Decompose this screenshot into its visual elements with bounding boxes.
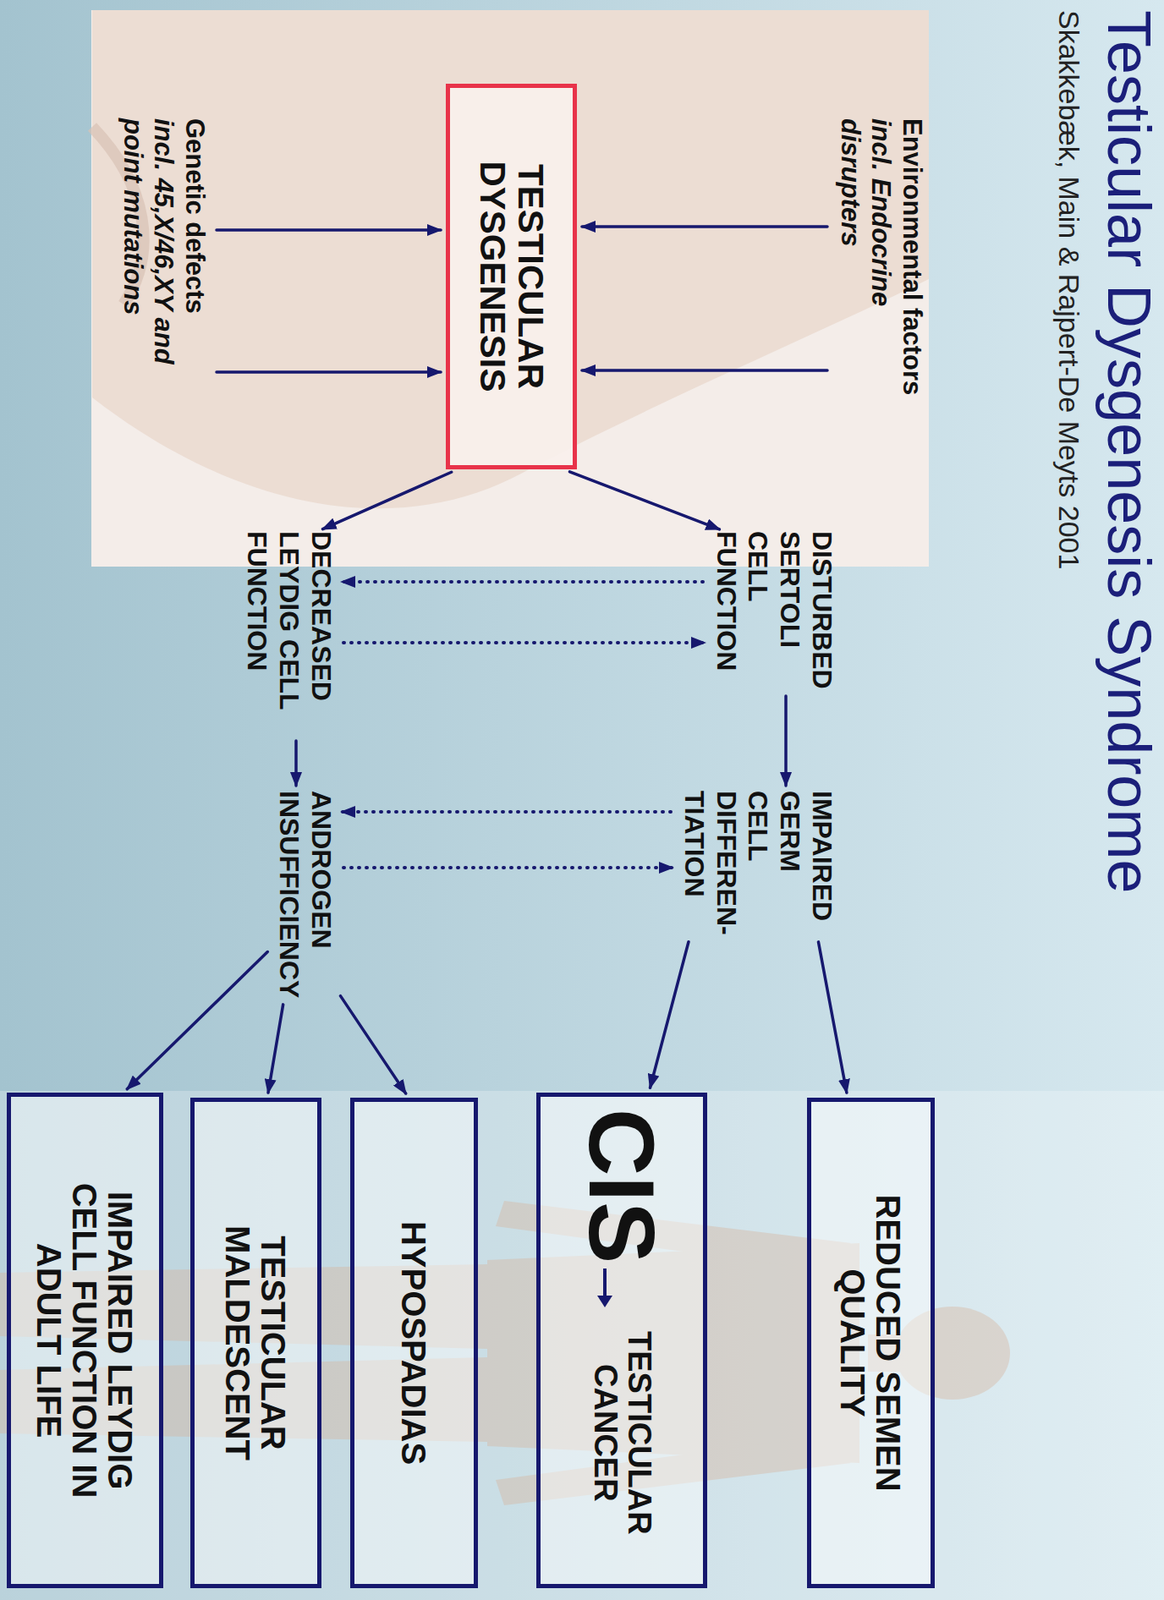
process-text: ANDROGEN INSUFFICIENCY [273, 790, 338, 999]
arrow [784, 696, 788, 786]
node-body: incl. Endocrine disrupters [834, 118, 896, 390]
process-text: DECREASED LEYDIG CELL FUNCTION [241, 531, 337, 735]
node-heading: DISTURBED SERTOLI CELL FUNCTION [709, 531, 838, 690]
node-heading: REDUCED SEMEN QUALITY [835, 1174, 907, 1513]
outcome-box: CIS TESTICULAR CANCER [536, 1092, 708, 1589]
node-body: TESTICULAR CANCER [587, 1314, 656, 1552]
pregnant-woman-photo [91, 10, 929, 567]
dysgenesis-box: TESTICULAR DYSGENESIS [445, 83, 577, 470]
dotted-arrow [341, 810, 671, 814]
node-heading: TESTICULAR DYSGENESIS [473, 98, 549, 455]
node-heading: IMPAIRED GERM CELL DIFFEREN- TIATION [677, 790, 838, 936]
outcome-box: TESTICULAR MALDESCENT [190, 1098, 322, 1589]
arrow [294, 741, 298, 786]
dotted-arrow [341, 580, 703, 584]
arrow [126, 952, 268, 1090]
outcome-box: IMPAIRED LEYDIG CELL FUNCTION IN ADULT L… [6, 1092, 164, 1589]
dotted-arrow [343, 866, 673, 870]
node-heading: ANDROGEN INSUFFICIENCY [273, 790, 338, 999]
process-text: DISTURBED SERTOLI CELL FUNCTION [709, 531, 838, 690]
arrow-head [597, 1295, 613, 1308]
factor-text: Environmental factorsincl. Endocrine dis… [834, 118, 928, 491]
node-heading: CIS [575, 1109, 669, 1264]
arrow [216, 228, 441, 232]
photo-ground [91, 10, 929, 567]
node-body: incl. 45,X/46,XY and point mutations [116, 118, 179, 390]
photo-panel [0, 1091, 1164, 1600]
arrow [569, 472, 720, 530]
citation-text: Skakkebæk, Main & Rajpert-De Meyts 2001 [1051, 10, 1087, 570]
arrow [268, 1004, 284, 1093]
belly-silhouette [92, 10, 929, 509]
inline-arrow [592, 1267, 618, 1310]
node-heading: DECREASED LEYDIG CELL FUNCTION [241, 531, 337, 735]
arrow [650, 942, 689, 1088]
node-heading: HYPOSPADIAS [396, 1221, 433, 1466]
node-heading: IMPAIRED LEYDIG CELL FUNCTION IN ADULT L… [32, 1171, 139, 1510]
outcome-box: REDUCED SEMEN QUALITY [807, 1098, 935, 1589]
arrow [322, 472, 451, 529]
node-heading: Environmental factors [895, 118, 928, 491]
node-heading: Genetic defects [178, 118, 210, 491]
outcome-box: HYPOSPADIAS [350, 1098, 478, 1589]
arrow-shaft [603, 1268, 607, 1298]
arrow [818, 942, 846, 1093]
factor-text: Genetic defectsincl. 45,X/46,XY and poin… [116, 118, 210, 491]
dotted-arrow [343, 641, 705, 645]
arrow [582, 225, 828, 229]
arrow [340, 996, 406, 1094]
arrow [216, 370, 441, 374]
slide-title: Testicular Dysgenesis Syndrome [1093, 10, 1164, 894]
node-heading: TESTICULAR MALDESCENT [220, 1174, 292, 1513]
process-text: IMPAIRED GERM CELL DIFFEREN- TIATION [677, 790, 838, 936]
arrow [582, 368, 828, 373]
